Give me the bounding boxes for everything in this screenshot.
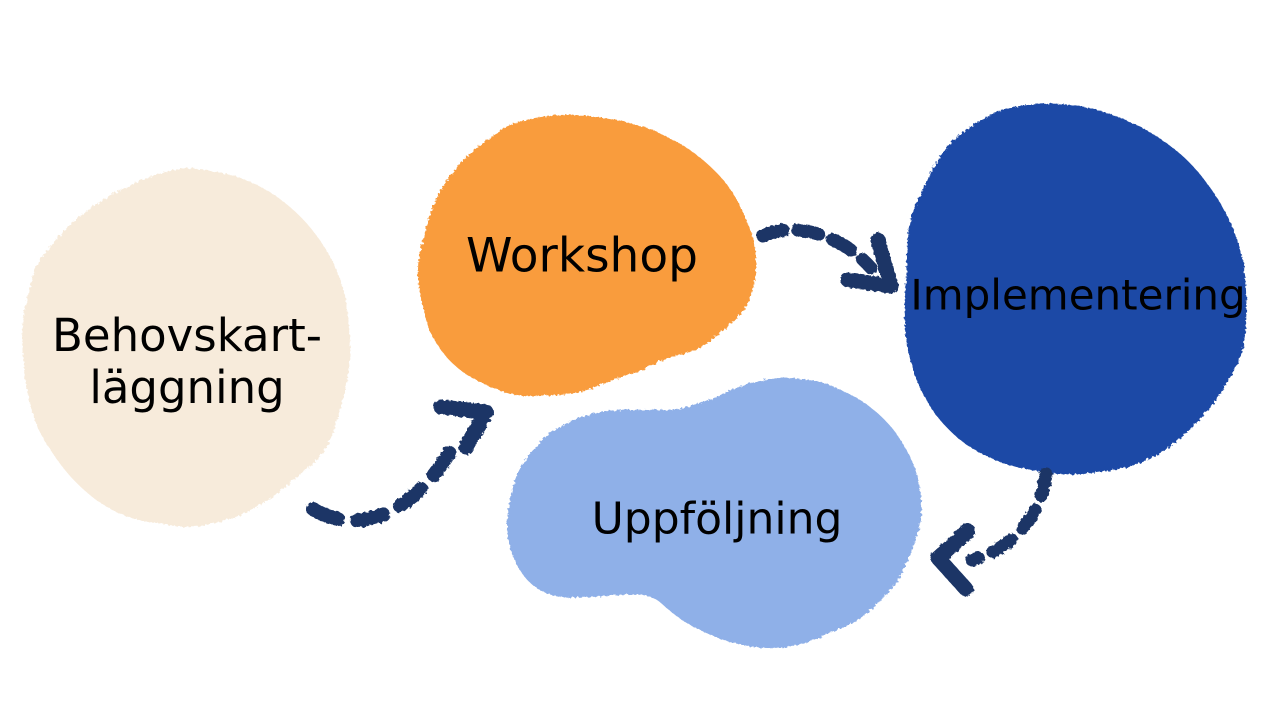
step-label-uppfoljning: Uppföljning	[591, 493, 843, 545]
step-label-workshop: Workshop	[466, 228, 698, 284]
arrowhead-down-right-icon	[840, 232, 899, 294]
step-label-implementering: Implementering	[910, 270, 1246, 320]
blob-behovskartlaggning	[21, 169, 352, 526]
step-label-line: läggning	[89, 361, 285, 414]
arrowhead-up-right-icon	[433, 399, 494, 455]
blob-implementering	[903, 103, 1248, 474]
arrow-workshop-to-implementering	[756, 223, 899, 294]
arrow-shaft	[756, 223, 878, 275]
arrow-shaft	[306, 445, 457, 528]
blob-workshop	[418, 116, 757, 397]
step-label-behovskartlaggning: Behovskart- läggning	[52, 308, 322, 414]
blob-uppfoljning	[507, 377, 922, 648]
arrow-implementering-to-uppfoljning	[930, 467, 1053, 597]
step-label-line: Behovskart-	[52, 308, 322, 362]
arrowhead-left-icon	[930, 523, 976, 597]
arrow-shaft	[965, 467, 1053, 567]
arrow-behovskartlaggning-to-workshop	[306, 399, 494, 528]
